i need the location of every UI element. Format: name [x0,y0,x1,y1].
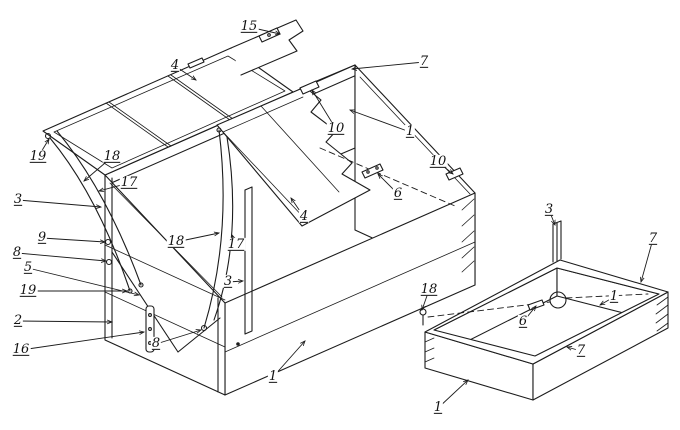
fragment-torn-edge [230,19,304,76]
left-end-wall [104,174,226,396]
part-label-3: 3 [12,191,24,207]
inner-arc-stay [213,136,234,321]
leader-line [641,238,654,282]
leader-line [41,237,105,242]
leader-line [352,61,425,69]
part-label-1: 1 [404,123,416,139]
main-assembly-figure [42,19,476,396]
outer-arc-stay [203,129,224,329]
part-label-5: 5 [22,259,34,275]
raised-sash-muntins [105,74,234,148]
center-post [244,186,253,335]
latch-screw [267,33,271,37]
end-hinge [445,167,464,181]
corner-post [552,220,562,263]
part-label-4: 4 [298,208,310,224]
board-end-hatching-left [424,337,435,363]
part-label-15: 15 [239,18,259,34]
part-label-1: 1 [267,368,279,384]
lying-sash-muntin [260,105,340,193]
part-label-18: 18 [102,148,122,164]
stay-pin [138,282,144,288]
part-label-3: 3 [222,273,234,289]
leader-line [272,341,305,378]
part-label-3: 3 [543,201,555,217]
part-label-19: 19 [28,148,48,164]
diagonal-braces [111,251,221,353]
stay-pivot [200,324,208,332]
strap-screw [148,327,152,331]
left-end-slope-edge [109,182,223,298]
leader-line [27,267,139,295]
inner-arc-stay [56,130,142,286]
top-rails [424,259,669,365]
part-label-10: 10 [428,153,448,169]
part-label-16: 16 [11,341,31,357]
part-label-4: 4 [169,57,181,73]
part-label-7: 7 [575,342,587,358]
hidden-cord [319,147,456,207]
part-label-1: 1 [608,288,620,304]
left-end-face [104,174,226,396]
outer-arc-stay [49,137,131,292]
part-label-8: 8 [11,244,23,260]
board-end-hatching-right [655,296,669,332]
leader-line [155,330,201,345]
cord-and-cleat [319,147,456,207]
screw-dot [236,342,240,346]
raised-sash-inner-frame [53,55,286,169]
leader-line [17,199,101,207]
leader-line [350,110,411,133]
part-label-7: 7 [418,53,430,69]
part-label-19: 19 [18,282,38,298]
part-label-10: 10 [326,120,346,136]
leader-line [20,332,144,351]
part-label-18: 18 [166,233,186,249]
cleat-screw [366,170,370,174]
base-frame-figure [419,220,669,401]
part-label-17: 17 [226,236,246,252]
left-wall-board-seams [104,244,226,348]
center-post-and-stays [200,127,253,335]
stay-pivot [216,127,222,133]
part-label-17: 17 [119,174,139,190]
rail-hinge [299,80,320,95]
part-label-6: 6 [392,185,404,201]
strap-screw [148,313,152,317]
part-label-6: 6 [517,313,529,329]
cleat-screw [375,166,379,170]
leader-line [16,252,106,261]
front-board-end-hatching [461,198,475,273]
latch-keeper [187,57,205,69]
part-label-9: 9 [36,229,48,245]
part-label-18: 18 [419,281,439,297]
lying-sash-inner-frame [222,96,308,222]
leader-line [17,321,112,322]
part-label-8: 8 [150,335,162,351]
front-board-seam [224,241,476,353]
part-label-2: 2 [12,312,24,328]
cord-ring [549,291,567,309]
hinge-fittings [299,80,464,181]
part-label-7: 7 [647,230,659,246]
part-label-1: 1 [432,399,444,415]
